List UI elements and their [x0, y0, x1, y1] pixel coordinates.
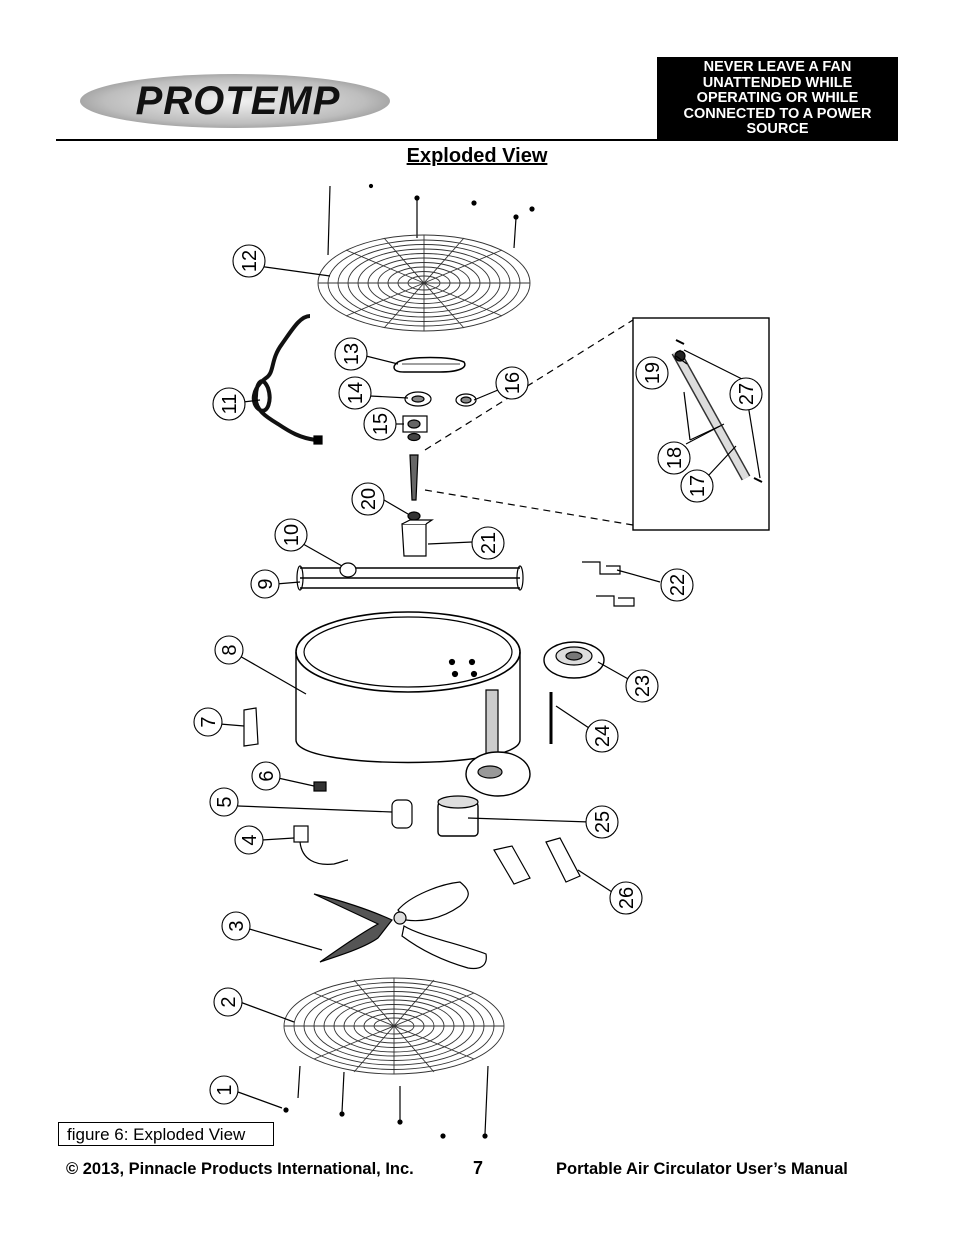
callout-11: 11	[219, 394, 241, 415]
svg-text:PROTEMP: PROTEMP	[136, 79, 341, 123]
callout-15: 15	[370, 413, 392, 435]
callout-19: 19	[642, 362, 664, 384]
callout-1: 1	[214, 1084, 236, 1095]
callout-17: 17	[687, 475, 709, 497]
front-grill	[283, 977, 505, 1075]
callout-25: 25	[592, 811, 614, 833]
callout-22: 22	[667, 574, 689, 596]
figure-caption: figure 6: Exploded View	[58, 1122, 274, 1146]
page-number: 7	[473, 1158, 484, 1178]
callout-16: 16	[502, 372, 524, 394]
callout-20: 20	[358, 488, 380, 510]
callout-21: 21	[478, 532, 500, 554]
callout-4: 4	[239, 834, 261, 845]
protemp-logo: PROTEMP	[80, 74, 390, 128]
callout-13: 13	[341, 343, 363, 365]
page-title: Exploded View	[406, 145, 548, 167]
callout-9: 9	[255, 578, 277, 589]
footer-manual-title: Portable Air Circulator User’s Manual	[556, 1160, 848, 1178]
callout-10: 10	[281, 524, 303, 546]
warning-text: NEVER LEAVE A FAN UNATTENDED WHILE OPERA…	[683, 59, 872, 138]
footer-copyright: © 2013, Pinnacle Products International,…	[66, 1160, 414, 1178]
callout-24: 24	[592, 725, 614, 747]
rear-grill	[317, 234, 531, 332]
safety-warning-box: NEVER LEAVE A FAN UNATTENDED WHILE OPERA…	[657, 57, 898, 141]
callout-18: 18	[664, 447, 686, 469]
callout-26: 26	[616, 887, 638, 909]
callout-7: 7	[198, 716, 220, 727]
callout-27: 27	[736, 383, 758, 405]
callout-6: 6	[256, 770, 278, 781]
callout-3: 3	[226, 920, 248, 931]
callout-23: 23	[632, 675, 654, 697]
header-rule	[56, 139, 898, 141]
callout-8: 8	[219, 644, 241, 655]
callout-5: 5	[214, 796, 236, 807]
callout-2: 2	[218, 996, 240, 1007]
callout-12: 12	[239, 250, 261, 272]
callout-14: 14	[345, 382, 367, 404]
